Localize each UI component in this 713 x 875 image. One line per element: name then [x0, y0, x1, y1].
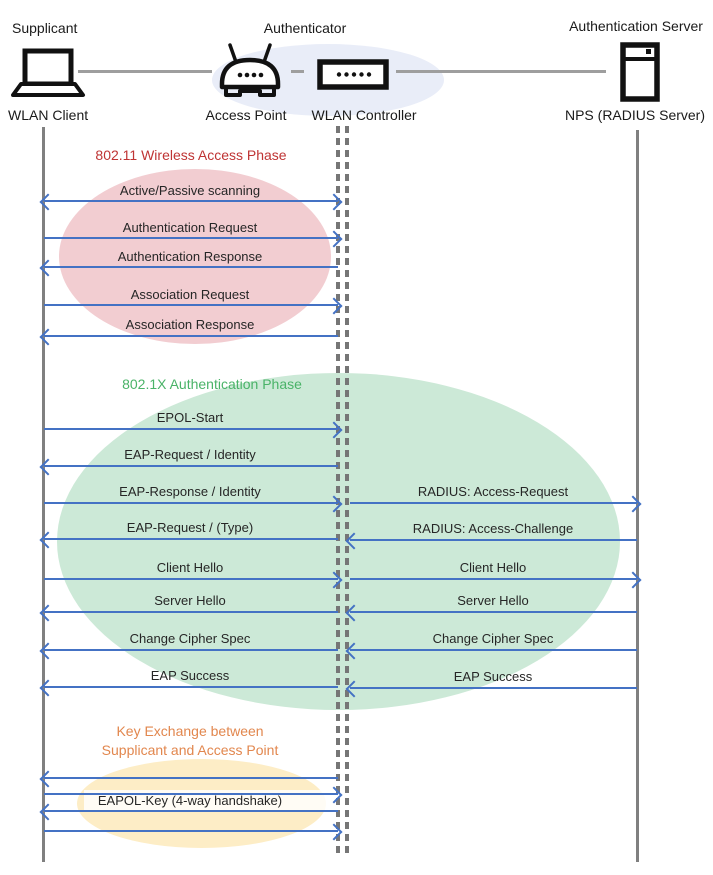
client-hello-right-label: Client Hello: [459, 560, 527, 575]
eap-request-identity-arrow: [39, 458, 338, 475]
eapol-key-arrow-3: [39, 803, 338, 820]
wlan-client-label: WLAN Client: [8, 107, 89, 123]
auth-request-label: Authentication Request: [122, 220, 258, 235]
radius-access-request-label: RADIUS: Access-Request: [417, 484, 569, 499]
wlan-controller-label: WLAN Controller: [311, 107, 417, 123]
controller-lifeline-left: [336, 126, 340, 854]
assoc-request-arrow: [44, 297, 343, 314]
eapol-key-arrow-1: [39, 770, 338, 787]
eap-success-left-arrow: [39, 679, 338, 696]
server-hello-left-arrow: [39, 604, 338, 621]
scanning-arrow: [39, 193, 343, 210]
eap-success-right-arrow: [345, 680, 637, 697]
controller-box-icon: [317, 59, 389, 90]
eap-request-type-arrow: [39, 531, 338, 548]
server-hello-right-label: Server Hello: [457, 593, 529, 608]
controller-lifeline-right: [345, 126, 349, 854]
epol-start-arrow: [44, 421, 343, 438]
server-hello-left-label: Server Hello: [154, 593, 226, 608]
assoc-request-label: Association Request: [130, 287, 250, 302]
eapol-key-label: EAPOL-Key (4-way handshake): [97, 793, 283, 808]
auth-response-arrow: [39, 259, 338, 276]
access-point-label: Access Point: [205, 107, 287, 123]
server-tower-icon: [620, 42, 660, 102]
eapol-key-arrow-4: [44, 823, 343, 840]
client-hello-left-arrow: [44, 571, 343, 588]
assoc-response-arrow: [39, 328, 338, 345]
controller-server-link: [396, 70, 606, 73]
change-cipher-left-label: Change Cipher Spec: [129, 631, 251, 646]
radius-access-challenge-label: RADIUS: Access-Challenge: [412, 521, 574, 536]
radius-access-challenge-arrow: [345, 532, 637, 549]
wireless-phase-ellipse: [59, 169, 331, 344]
server-role-label: Authentication Server: [569, 18, 703, 34]
scanning-label: Active/Passive scanning: [119, 183, 261, 198]
client-ap-link: [78, 70, 212, 73]
key-exchange-phase-title-line1: Key Exchange between: [116, 723, 264, 739]
client-lifeline: [42, 127, 45, 862]
supplicant-role-label: Supplicant: [12, 20, 78, 36]
eapol-key-label-band: [84, 790, 336, 812]
eap-request-type-label: EAP-Request / (Type): [126, 520, 254, 535]
authenticator-role-label: Authenticator: [263, 20, 347, 36]
wireless-phase-title: 802.11 Wireless Access Phase: [95, 147, 287, 163]
change-cipher-right-label: Change Cipher Spec: [432, 631, 554, 646]
laptop-icon: [11, 48, 85, 97]
radius-access-request-arrow: [350, 495, 642, 512]
eap-response-identity-label: EAP-Response / Identity: [119, 484, 261, 499]
nps-server-label: NPS (RADIUS Server): [564, 107, 706, 123]
ap-controller-link: [291, 70, 304, 73]
wireless-router-icon: [219, 43, 281, 97]
epol-start-label: EPOL-Start: [156, 410, 224, 425]
server-hello-right-arrow: [345, 604, 637, 621]
auth-request-arrow: [44, 230, 343, 247]
eap-success-left-label: EAP Success: [150, 668, 230, 683]
change-cipher-right-arrow: [345, 642, 637, 659]
change-cipher-left-arrow: [39, 642, 338, 659]
eap-success-right-label: EAP Success: [453, 669, 533, 684]
eap-response-identity-arrow: [44, 495, 343, 512]
client-hello-left-label: Client Hello: [156, 560, 224, 575]
client-hello-right-arrow: [350, 571, 642, 588]
auth-response-label: Authentication Response: [117, 249, 263, 264]
key-exchange-phase-title-line2: Supplicant and Access Point: [101, 742, 279, 758]
assoc-response-label: Association Response: [125, 317, 255, 332]
server-lifeline: [636, 130, 639, 862]
dot1x-phase-title: 802.1X Authentication Phase: [122, 376, 302, 392]
eap-request-identity-label: EAP-Request / Identity: [124, 447, 256, 462]
eapol-key-arrow-2: [44, 786, 343, 803]
